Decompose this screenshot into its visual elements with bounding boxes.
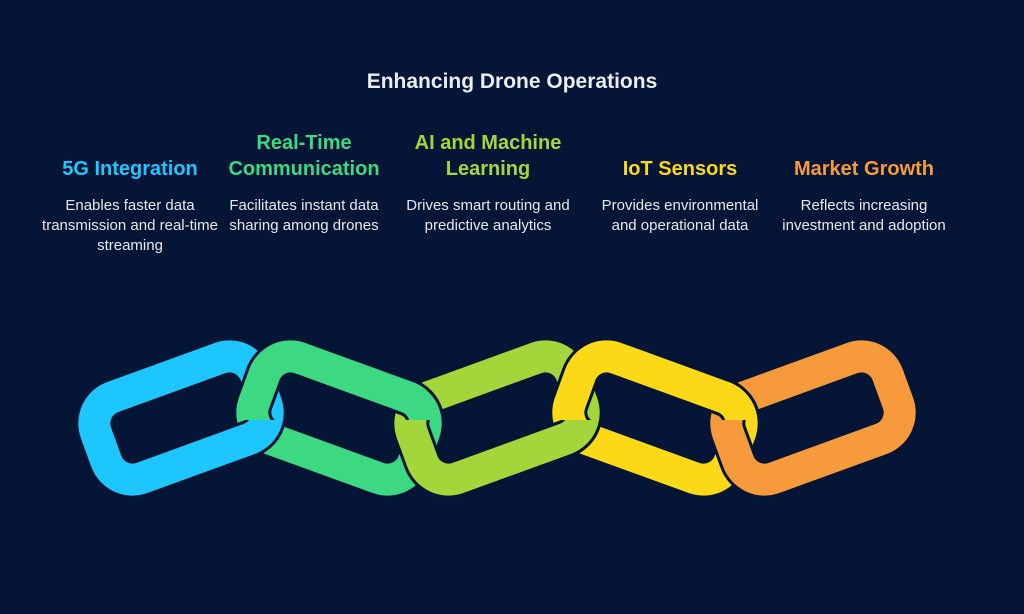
step-columns: 5G Integration Enables faster data trans… (40, 120, 984, 270)
step-column-5g: 5G Integration Enables faster data trans… (40, 120, 220, 256)
chain-link-orange-overlap (707, 420, 919, 499)
step-title: IoT Sensors (622, 158, 738, 180)
step-column-iot: IoT Sensors Provides environmental and o… (590, 120, 770, 236)
step-description: Enables faster data transmission and rea… (42, 197, 218, 254)
step-description: Drives smart routing and predictive anal… (406, 197, 570, 234)
step-title: AI and Machine Learning (414, 132, 562, 180)
chain-link-ring (236, 340, 442, 420)
chain-link-ring (710, 420, 916, 496)
chain-link-yellow-overlap (549, 337, 761, 420)
step-description: Reflects increasing investment and adopt… (782, 197, 946, 234)
diagram-title: Enhancing Drone Operations (366, 70, 658, 93)
step-title: Real-Time Communication (228, 132, 380, 180)
step-description: Provides environmental and operational d… (601, 197, 759, 234)
chain-link-lime-overlap (391, 420, 603, 499)
step-title: Market Growth (793, 158, 935, 180)
chain-link-ring (394, 420, 600, 496)
step-column-ai: AI and Machine Learning Drives smart rou… (398, 120, 578, 236)
step-column-market: Market Growth Reflects increasing invest… (774, 120, 954, 236)
chain-links (75, 337, 919, 499)
step-column-real-time: Real-Time Communication Facilitates inst… (214, 120, 394, 236)
chain-link-overlaps (233, 337, 919, 499)
step-title: 5G Integration (62, 158, 198, 180)
chain-link-ring (552, 340, 758, 420)
step-description: Facilitates instant data sharing among d… (229, 197, 379, 234)
chain-link-green-overlap (233, 337, 445, 420)
